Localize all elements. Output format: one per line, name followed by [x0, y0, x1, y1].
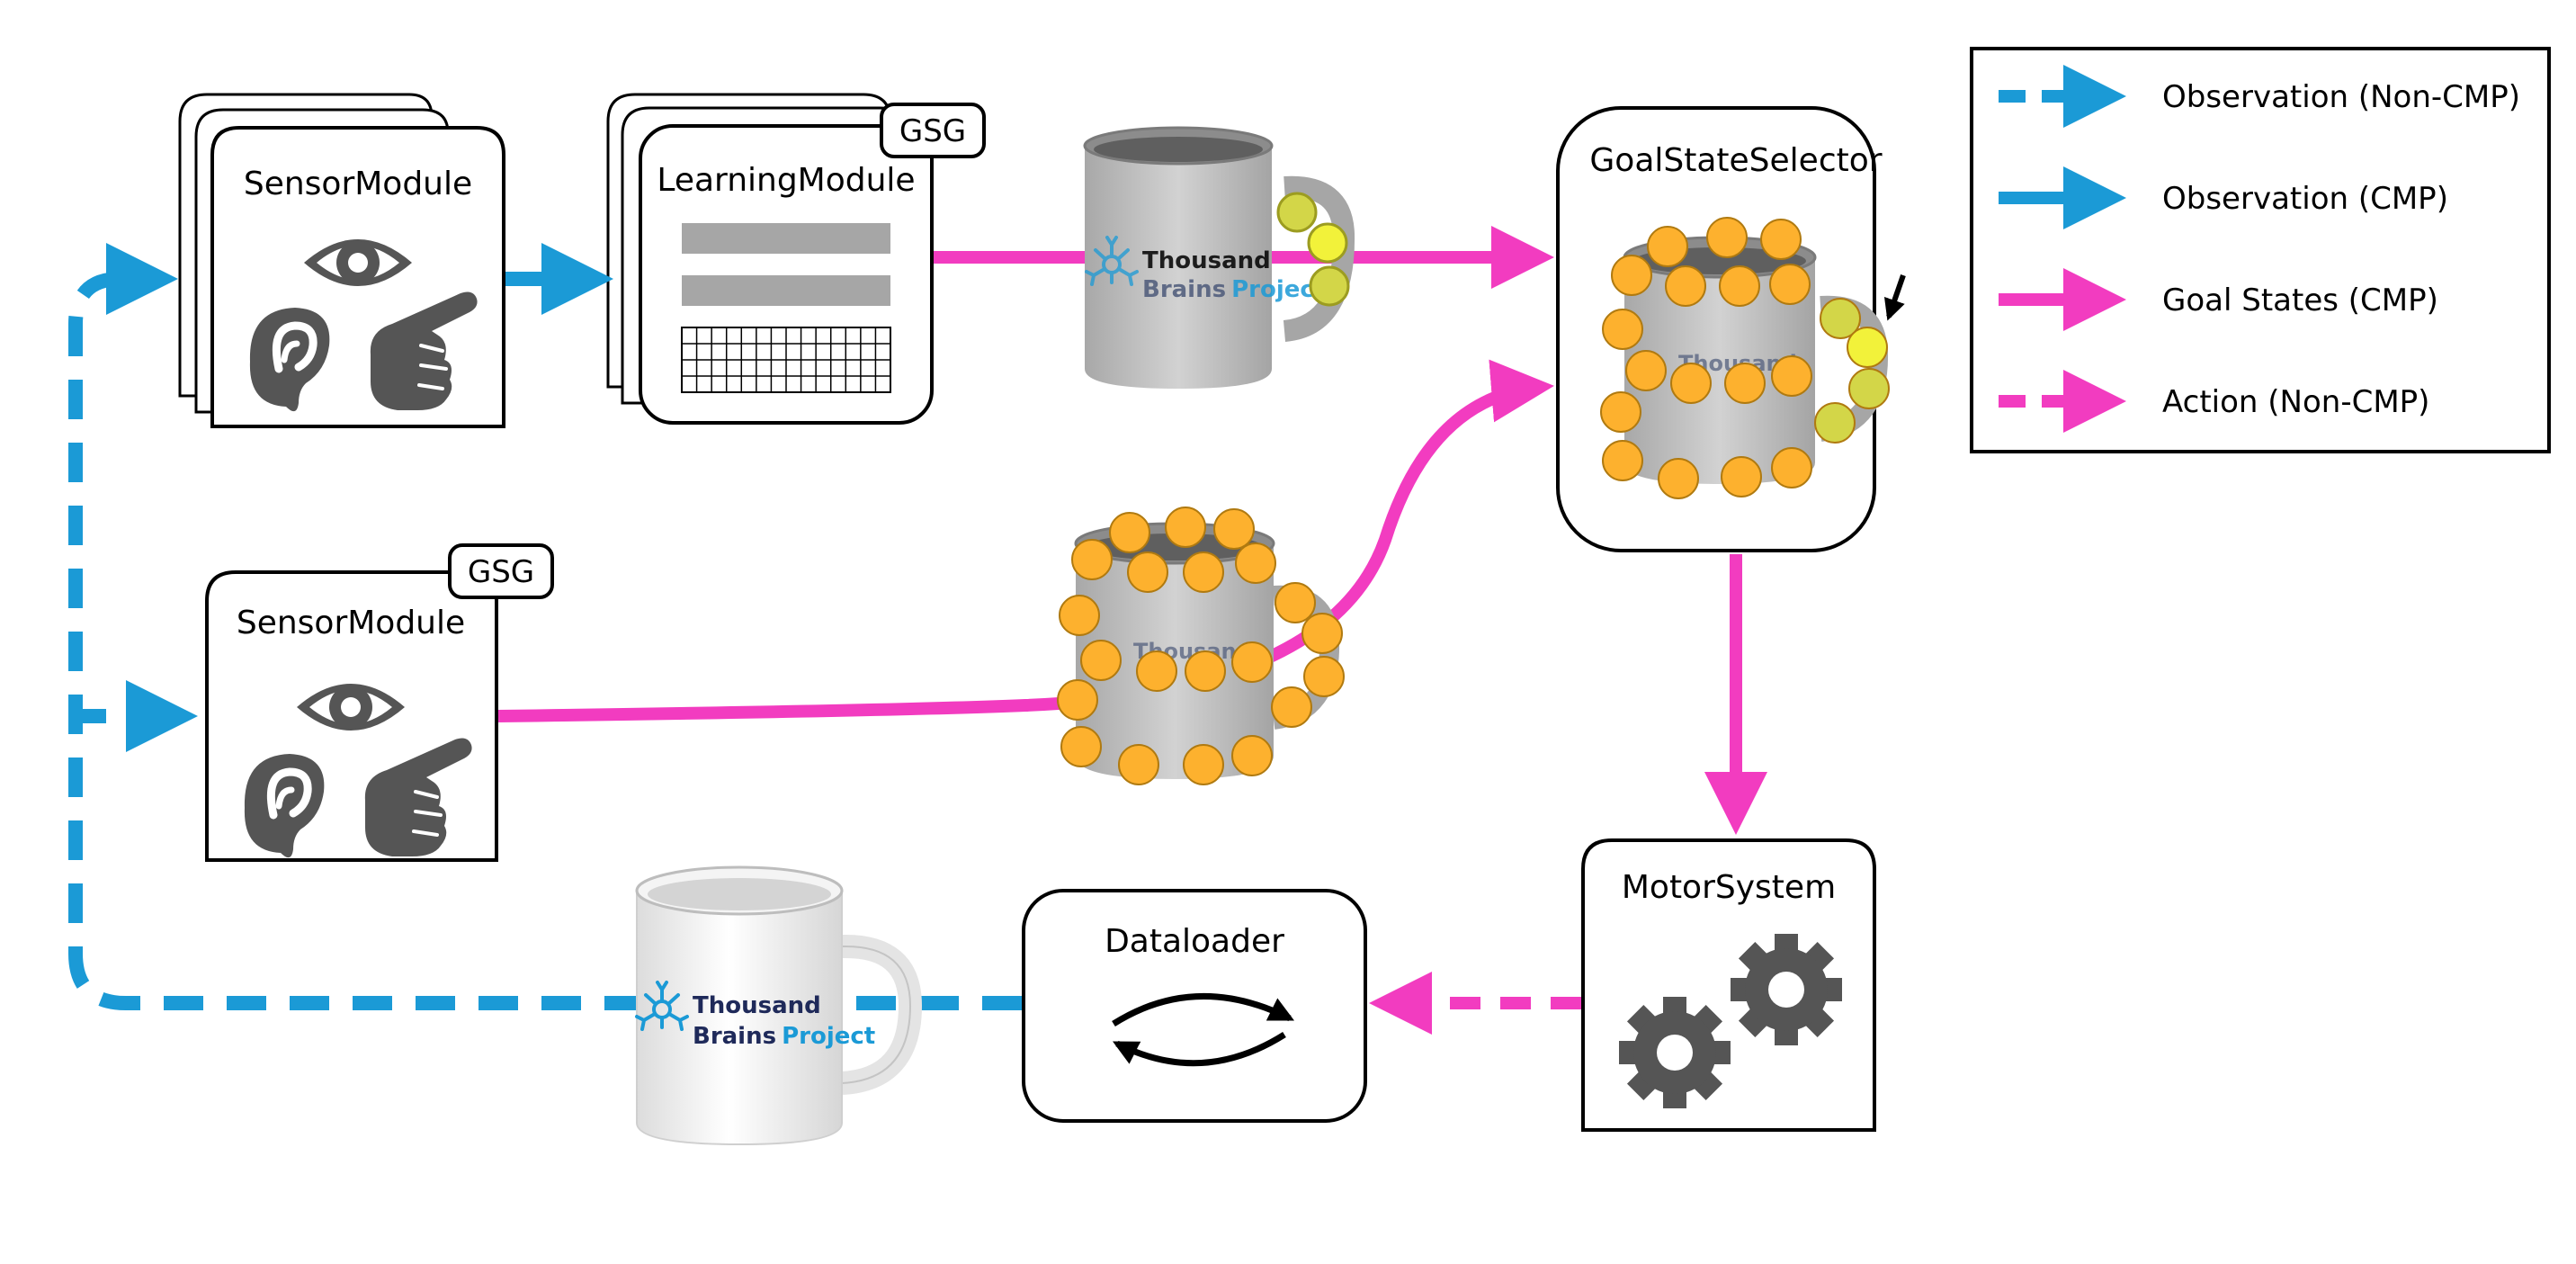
legend-label: Goal States (CMP) — [2162, 282, 2438, 318]
feature-dot — [1109, 512, 1150, 553]
motor-system: MotorSystem — [1581, 838, 1876, 1132]
cycle-arrow-icon — [1112, 992, 1295, 1026]
feature-dot — [1647, 226, 1688, 267]
mug-logo-line1: Thousand — [693, 992, 821, 1019]
feature-dot — [1847, 327, 1888, 368]
feature-dot — [1059, 595, 1100, 636]
legend-label: Action (Non-CMP) — [2162, 384, 2429, 420]
feature-dot — [1769, 264, 1811, 305]
feature-dot — [1303, 656, 1345, 697]
observation-non-cmp-line — [68, 243, 1022, 1010]
feature-dot — [1231, 735, 1273, 776]
feature-dot — [1235, 542, 1276, 584]
memory-grid — [681, 327, 891, 393]
legend-label: Observation (Non-CMP) — [2162, 79, 2520, 115]
feature-dot — [1231, 641, 1273, 683]
legend-label: Observation (CMP) — [2162, 181, 2448, 217]
legend-item-observation-non-cmp: Observation (Non-CMP) — [1999, 65, 2520, 128]
feature-dot — [1658, 458, 1699, 499]
feature-dot — [1724, 363, 1766, 404]
legend-item-goal-states-cmp: Goal States (CMP) — [1999, 268, 2438, 331]
feature-dot — [1057, 679, 1098, 721]
feature-dot — [1183, 744, 1224, 785]
feature-dot — [1080, 640, 1122, 681]
feature-dot — [1602, 440, 1643, 481]
sensor-module-top-title: SensorModule — [244, 166, 472, 202]
feature-dot — [1625, 350, 1667, 391]
feature-dot — [1165, 506, 1206, 548]
legend-item-action-non-cmp: Action (Non-CMP) — [1999, 370, 2429, 433]
feature-dot — [1665, 265, 1706, 307]
gear-icon — [1619, 997, 1731, 1108]
feature-dot — [1721, 456, 1762, 498]
dataloader: Dataloader — [1022, 889, 1367, 1123]
feature-dot — [1183, 551, 1224, 593]
cycle-arrow-icon — [1113, 1032, 1286, 1067]
feature-dot — [1602, 309, 1643, 350]
feature-dot — [1771, 447, 1812, 489]
feature-dot — [1719, 265, 1760, 307]
goal-state-selector-title: GoalStateSelector — [1589, 142, 1882, 179]
mug-sensor-goal-state: Thousand — [1057, 506, 1345, 785]
feature-dot — [1611, 255, 1652, 296]
gsg-badge-learning-module-label: GSG — [899, 113, 966, 149]
feature-dot — [1600, 391, 1641, 433]
gsg-badge-sensor-module — [448, 543, 554, 599]
feature-dot — [1771, 355, 1812, 397]
feature-dot — [1275, 582, 1316, 623]
legend-item-observation-cmp: Observation (CMP) — [1999, 166, 2448, 229]
pointer-arrow-icon — [1883, 274, 1906, 321]
sensor-module-bottom-title: SensorModule — [237, 605, 465, 641]
memory-bar-2 — [682, 275, 890, 306]
feature-dot — [1814, 402, 1856, 444]
mug-logo-line1: Thousand — [1142, 247, 1271, 274]
feature-dot — [1271, 686, 1312, 728]
memory-bar-1 — [682, 223, 890, 254]
gsg-badge-sensor-module-label: GSG — [468, 554, 534, 590]
feature-dot — [1127, 551, 1168, 593]
feature-dot — [1848, 368, 1890, 409]
feature-dot — [1309, 265, 1350, 307]
mug-goal-state-selector: Thousand — [1600, 217, 1906, 499]
learning-module: LearningModule GSG — [606, 93, 986, 425]
feature-dot — [1706, 217, 1748, 258]
feature-dot — [1213, 508, 1255, 550]
feature-dot — [1136, 650, 1177, 692]
learning-module-title: LearningModule — [657, 162, 915, 199]
dataloader-title: Dataloader — [1105, 923, 1284, 960]
gear-icon — [1731, 934, 1842, 1045]
gsg-badge-learning-module — [880, 103, 986, 158]
feature-dot — [1185, 650, 1226, 692]
feature-dot — [1307, 222, 1348, 264]
sensor-module-bottom: SensorModule GSG — [205, 543, 554, 862]
feature-dot — [1670, 363, 1712, 404]
feature-dot — [1071, 539, 1113, 580]
feature-dot — [1060, 726, 1102, 767]
sensor-module-top: SensorModule — [178, 93, 505, 428]
feature-dot — [1820, 298, 1861, 339]
feature-dot — [1276, 192, 1318, 233]
feature-dot — [1118, 744, 1159, 785]
feature-dot — [1760, 219, 1802, 260]
goal-states-cmp-line — [497, 359, 1554, 722]
motor-system-title: MotorSystem — [1622, 869, 1836, 906]
legend: Observation (Non-CMP) Observation (CMP) … — [1970, 47, 2551, 453]
feature-dot — [1301, 613, 1343, 654]
